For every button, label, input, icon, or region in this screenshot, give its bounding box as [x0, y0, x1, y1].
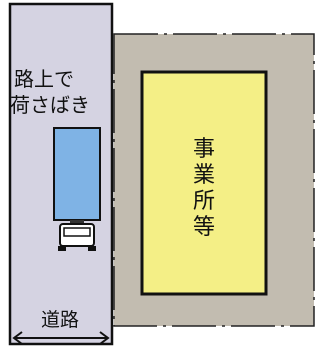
road-width-dimension	[12, 331, 110, 345]
building-label-char-3: 所	[193, 189, 215, 214]
truck-windshield	[63, 227, 91, 237]
building	[140, 70, 268, 296]
truck-wheel-left	[58, 246, 66, 251]
dimension-arrow-right	[99, 331, 110, 345]
truck-cargo	[53, 127, 101, 221]
truck-icon	[53, 127, 101, 251]
building-label-char-1: 事	[193, 137, 215, 162]
road-label-line1: 路上で	[14, 67, 74, 91]
building-label-char-2: 業	[193, 163, 215, 188]
building-label-char-4: 等	[193, 215, 215, 240]
road-name-label: 道路	[41, 309, 79, 331]
road-label-line2: 荷さばき	[10, 93, 90, 117]
truck-wheel-right	[88, 246, 96, 251]
truck-connector	[70, 220, 84, 224]
dimension-arrow-left	[12, 331, 23, 345]
